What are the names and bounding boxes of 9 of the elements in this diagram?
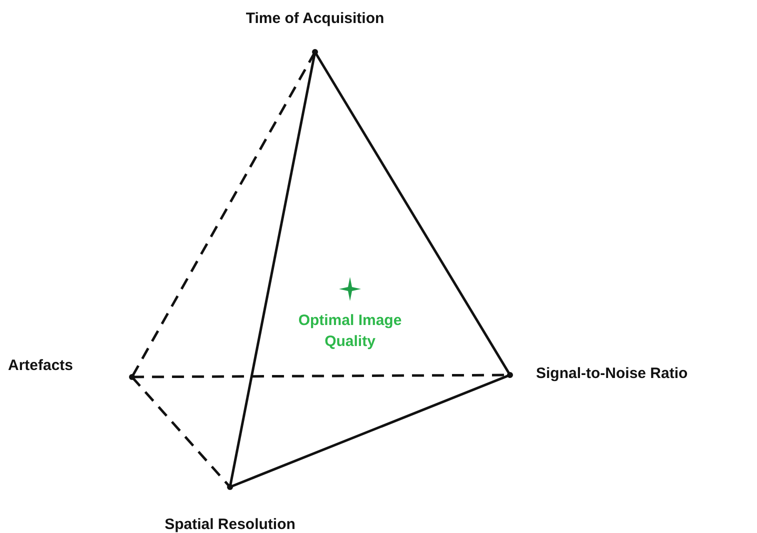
vertex-label: Artefacts — [8, 357, 74, 374]
vertex-label: Time of Acquisition — [246, 10, 384, 27]
vertex-label: Spatial Resolution — [164, 516, 296, 533]
vertex-label: Signal-to-Noise Ratio — [536, 365, 688, 382]
edge-line — [230, 374, 510, 488]
dashed-edge-line — [130, 51, 316, 378]
centre-label: Optimal Image Quality — [297, 311, 403, 352]
dashed-edge-line — [131, 376, 231, 488]
edge-line — [314, 51, 512, 376]
